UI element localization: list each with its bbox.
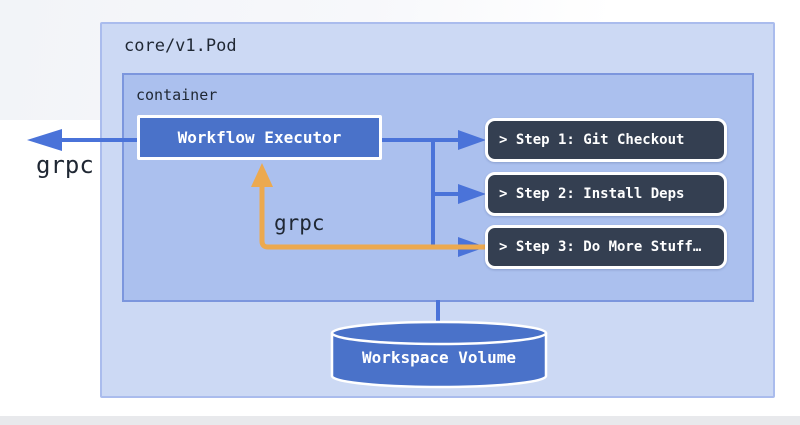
step-node-2: > Step 2: Install Deps: [485, 172, 727, 216]
workflow-executor-node: Workflow Executor: [137, 115, 382, 160]
workflow-executor-label: Workflow Executor: [177, 128, 342, 147]
container-group-label: container: [136, 86, 218, 104]
step-3-label: > Step 3: Do More Stuff…: [499, 239, 702, 255]
step-1-label: > Step 1: Git Checkout: [499, 132, 685, 148]
workspace-volume-label: Workspace Volume: [361, 348, 517, 367]
bottom-gray-band: [0, 416, 800, 425]
grpc-out-label: grpc: [36, 151, 94, 179]
step-node-3: > Step 3: Do More Stuff…: [485, 225, 727, 269]
step-node-1: > Step 1: Git Checkout: [485, 118, 727, 162]
grpc-internal-label: grpc: [274, 211, 325, 235]
step-2-label: > Step 2: Install Deps: [499, 186, 685, 202]
arrow-left-icon: [27, 129, 62, 151]
pod-group-label: core/v1.Pod: [124, 36, 237, 56]
